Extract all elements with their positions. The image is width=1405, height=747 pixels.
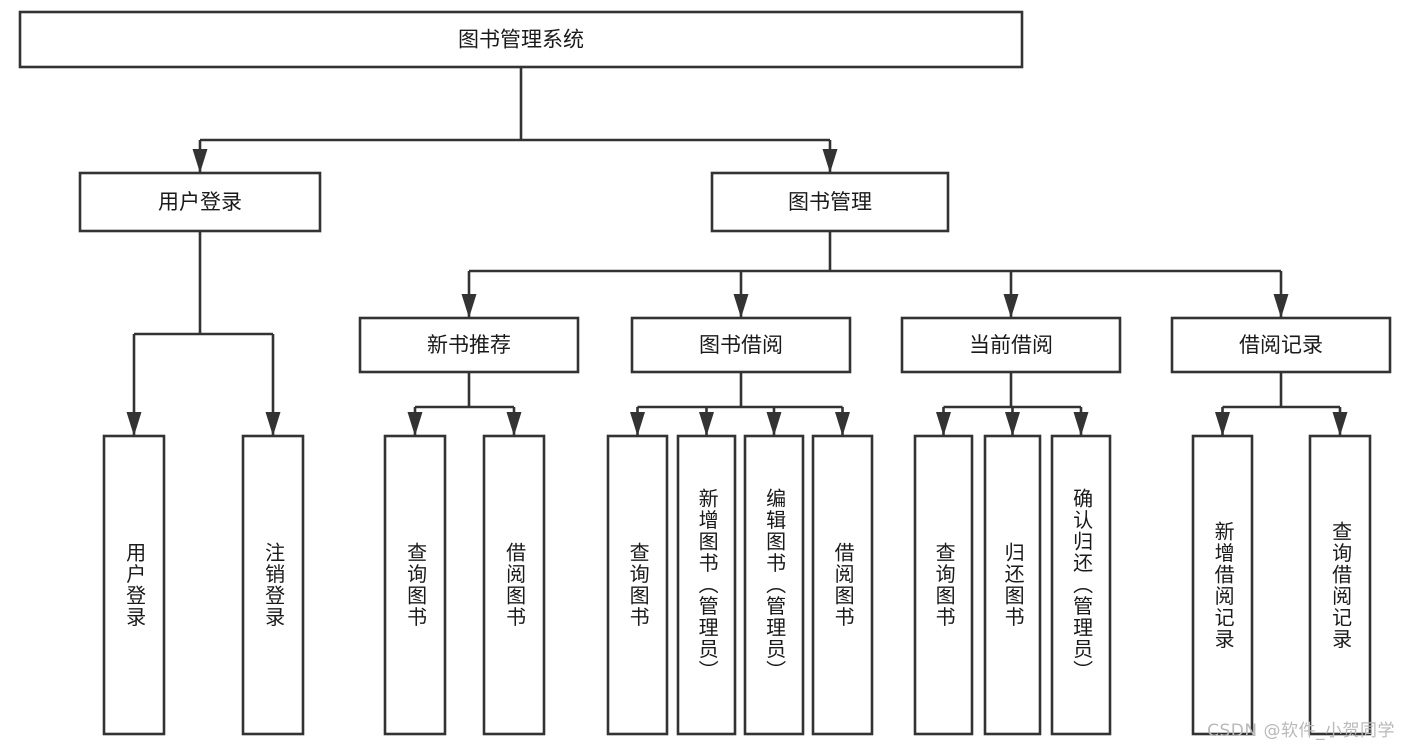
node-box-current-return-book[interactable] bbox=[983, 434, 1042, 736]
arrow-head-icon bbox=[766, 412, 782, 436]
node-box-current-confirm-return-admin[interactable] bbox=[1050, 434, 1112, 736]
arrow-head-icon bbox=[192, 149, 208, 173]
node-box-recommend-query-book[interactable] bbox=[383, 434, 447, 736]
node-box-borrow-record[interactable] bbox=[1170, 316, 1392, 374]
node-box-borrow-add-book-admin[interactable] bbox=[676, 434, 737, 736]
node-label-book-manage: 图书管理 bbox=[788, 190, 872, 214]
node-box-user-login[interactable] bbox=[78, 171, 322, 233]
node-box-borrow-borrow-book[interactable] bbox=[811, 434, 874, 736]
node-box-record-query[interactable] bbox=[1308, 434, 1372, 736]
node-box-borrow-query-book[interactable] bbox=[606, 434, 669, 736]
arrow-head-icon bbox=[265, 412, 281, 436]
arrow-head-icon bbox=[936, 412, 951, 436]
arrow-head-icon bbox=[1273, 294, 1289, 318]
arrow-head-icon bbox=[699, 412, 714, 436]
node-label-current-borrow: 当前借阅 bbox=[969, 333, 1053, 357]
node-label-book-borrow: 图书借阅 bbox=[699, 333, 783, 357]
node-box-book-manage[interactable] bbox=[710, 171, 950, 233]
watermark: CSDN @软件_小贺同学 bbox=[1207, 721, 1395, 741]
arrow-head-icon bbox=[733, 294, 749, 318]
node-box-new-book-recommend[interactable] bbox=[358, 316, 580, 374]
node-label-root: 图书管理系统 bbox=[458, 28, 584, 52]
arrow-head-icon bbox=[407, 412, 423, 436]
arrow-head-icon bbox=[1003, 294, 1019, 318]
connector-layer bbox=[126, 67, 1348, 436]
node-box-record-add[interactable] bbox=[1191, 434, 1254, 736]
arrow-head-icon bbox=[835, 412, 850, 436]
arrow-head-icon bbox=[1073, 412, 1089, 436]
node-label-borrow-record: 借阅记录 bbox=[1239, 333, 1323, 357]
arrow-head-icon bbox=[822, 149, 838, 173]
arrow-head-icon bbox=[630, 412, 645, 436]
node-box-borrow-edit-book-admin[interactable] bbox=[743, 434, 805, 736]
node-label-new-book-recommend: 新书推荐 bbox=[427, 333, 511, 357]
node-label-user-login: 用户登录 bbox=[158, 190, 242, 214]
node-box-book-borrow[interactable] bbox=[630, 316, 852, 374]
node-box-current-query-book[interactable] bbox=[913, 434, 974, 736]
node-box-current-borrow[interactable] bbox=[900, 316, 1122, 374]
node-box-user-login-do[interactable] bbox=[102, 434, 166, 736]
arrow-head-icon bbox=[1215, 412, 1230, 436]
arrow-head-icon bbox=[126, 412, 142, 436]
arrow-head-icon bbox=[461, 294, 477, 318]
arrow-head-icon bbox=[506, 412, 522, 436]
node-box-recommend-borrow-book[interactable] bbox=[482, 434, 546, 736]
arrow-head-icon bbox=[1005, 412, 1020, 436]
arrow-head-icon bbox=[1332, 412, 1348, 436]
node-box-user-logout[interactable] bbox=[241, 434, 305, 736]
node-box-root[interactable] bbox=[18, 10, 1024, 69]
